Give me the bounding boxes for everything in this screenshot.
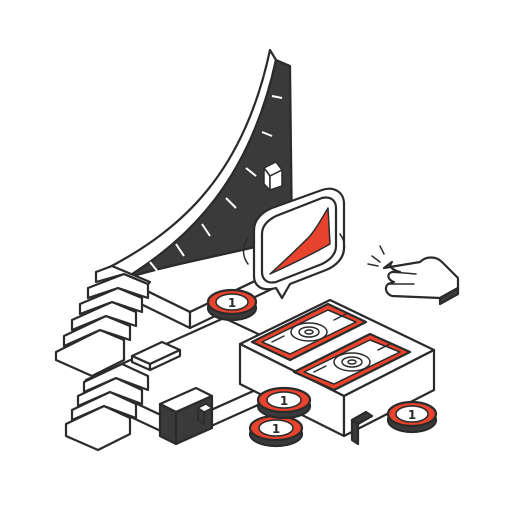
safe-box-icon: [158, 386, 214, 446]
chat-bubble-chart-icon: [242, 187, 346, 300]
coin-symbol: 1: [228, 296, 236, 310]
coin-icon: 1: [206, 288, 258, 322]
coin-symbol: 1: [272, 422, 280, 436]
coin-stack-icon: 1 1: [248, 386, 312, 448]
banknote-icon: [250, 302, 368, 362]
coin-symbol: 1: [280, 394, 288, 408]
lower-stairs: [64, 362, 150, 452]
stairs-icon: [54, 264, 152, 378]
rising-chart-ramp-icon: [106, 48, 294, 280]
pointing-hand-icon: [367, 245, 460, 306]
banknote-icon-2: [292, 332, 412, 392]
coin-symbol: 1: [408, 408, 416, 422]
coin-icon-right: 1: [386, 400, 438, 434]
